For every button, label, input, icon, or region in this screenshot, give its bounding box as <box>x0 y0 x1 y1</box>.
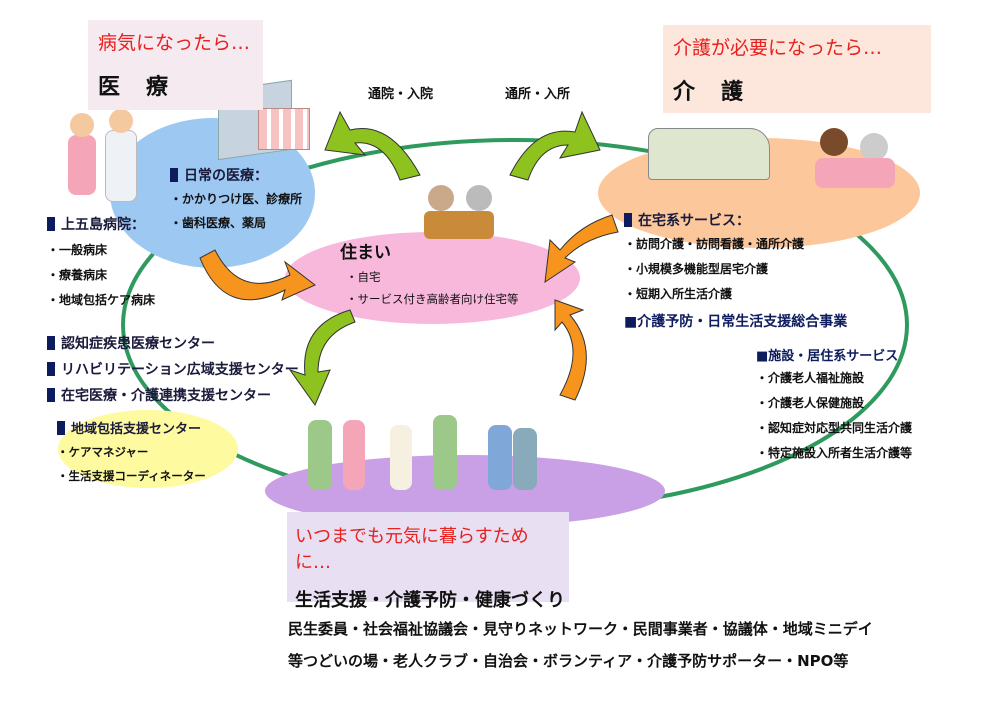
list-item: ・歯科医療、薬局 <box>170 216 267 230</box>
list-item: ・訪問介護・訪問看護・通所介護 <box>624 237 805 251</box>
hospital-section: 上五島病院： ・一般病床 ・療養病床 ・地域包括ケア病床 <box>47 214 155 313</box>
list-item: ・一般病床 <box>47 243 108 257</box>
community-resources: 民生委員・社会福祉協議会・見守りネットワーク・民間事業者・協議体・地域ミニデイ … <box>288 613 873 677</box>
list-item: ・生活支援コーディネーター <box>57 469 206 483</box>
hospital-heading: 上五島病院： <box>61 217 145 233</box>
care-header: 介護が必要になったら… 介 護 <box>663 25 931 113</box>
arrow-life-to-care <box>554 299 587 401</box>
facility-heading: ■施設・居住系サービス <box>756 349 899 364</box>
resources-line: 民生委員・社会福祉協議会・見守りネットワーク・民間事業者・協議体・地域ミニデイ <box>288 620 873 638</box>
care-title: 介 護 <box>673 80 746 105</box>
bullet-square-icon <box>47 388 55 402</box>
housing-title: 住まい <box>340 243 391 263</box>
arrow-facility-visit <box>509 110 601 181</box>
arrow-care-to-housing <box>544 214 619 284</box>
center-item: リハビリテーション広域支援センター <box>61 362 299 378</box>
bullet-square-icon <box>47 217 55 231</box>
bullet-square-icon <box>47 336 55 350</box>
housing-section: 住まい ・自宅 ・サービス付き高齢者向け住宅等 <box>340 238 519 307</box>
list-item: ・サービス付き高齢者向け住宅等 <box>346 292 519 306</box>
arrow-medical-to-housing <box>199 249 316 301</box>
doctor-illustration <box>105 109 137 202</box>
center-item: 認知症疾患医療センター <box>61 336 215 352</box>
care-van-illustration <box>648 128 770 180</box>
list-item: ・療養病床 <box>47 268 108 282</box>
patient-illustration <box>68 113 96 195</box>
arrow-housing-to-life <box>288 309 356 407</box>
arrow-hospital-visit <box>324 110 421 181</box>
bullet-square-icon <box>47 362 55 376</box>
list-item: ・ケアマネジャー <box>57 445 149 459</box>
medical-subtitle: 病気になったら… <box>98 32 251 54</box>
bullet-square-icon <box>624 213 632 227</box>
facility-visit-label: 通所・入所 <box>505 87 571 102</box>
pharmacy-illustration <box>258 108 310 150</box>
bullet-square-icon <box>57 420 65 435</box>
general-program-heading: ■介護予防・日常生活支援総合事業 <box>624 314 848 330</box>
facility-services-section: ■施設・居住系サービス ・介護老人福祉施設 ・介護老人保健施設 ・認知症対応型共… <box>756 345 912 466</box>
list-item: ・特定施設入所者生活介護等 <box>756 446 913 460</box>
list-item: ・介護老人保健施設 <box>756 396 865 410</box>
life-title: 生活支援・介護予防・健康づくり <box>295 590 565 611</box>
list-item: ・認知症対応型共同生活介護 <box>756 421 913 435</box>
list-item: ・地域包括ケア病床 <box>47 293 156 307</box>
support-center-blob <box>58 410 238 488</box>
elderly-couple-illustration <box>420 185 500 243</box>
hospital-visit-label: 通院・入院 <box>368 87 434 102</box>
medical-header: 病気になったら… 医 療 <box>88 20 263 110</box>
care-subtitle: 介護が必要になったら… <box>673 37 883 59</box>
home-services-heading: 在宅系サービス： <box>638 213 750 229</box>
housing-blob <box>285 232 580 324</box>
active-seniors-illustration <box>298 400 548 495</box>
bullet-square-icon <box>170 168 178 182</box>
caregiver-illustration <box>815 128 895 193</box>
list-item: ・小規模多機能型居宅介護 <box>624 262 769 276</box>
daily-medical-heading: 日常の医療： <box>184 168 268 184</box>
daily-medical-section: 日常の医療： ・かかりつけ医、診療所 ・歯科医療、薬局 <box>170 165 302 234</box>
home-services-section: 在宅系サービス： ・訪問介護・訪問看護・通所介護 ・小規模多機能型居宅介護 ・短… <box>624 210 847 331</box>
list-item: ・自宅 <box>346 270 381 284</box>
list-item: ・かかりつけ医、診療所 <box>170 192 303 206</box>
center-item: 在宅医療・介護連携支援センター <box>61 388 271 404</box>
life-support-header: いつまでも元気に暮らすために… 生活支援・介護予防・健康づくり <box>287 512 569 611</box>
list-item: ・介護老人福祉施設 <box>756 371 865 385</box>
life-subtitle: いつまでも元気に暮らすために… <box>295 526 529 573</box>
medical-centers: 認知症疾患医療センター リハビリテーション広域支援センター 在宅医療・介護連携支… <box>47 330 299 408</box>
support-center-section: 地域包括支援センター ・ケアマネジャー ・生活支援コーディネーター <box>57 418 206 487</box>
resources-line: 等つどいの場・老人クラブ・自治会・ボランティア・介護予防サポーター・NPO等 <box>288 652 849 670</box>
medical-title: 医 療 <box>98 75 171 100</box>
list-item: ・短期入所生活介護 <box>624 287 733 301</box>
support-center-heading: 地域包括支援センター <box>71 422 202 437</box>
